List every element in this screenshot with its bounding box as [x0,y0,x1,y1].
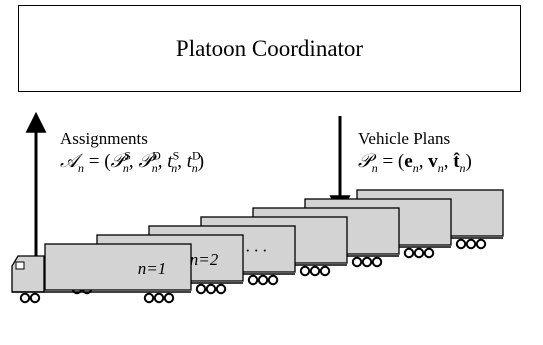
assignments-label: Assignments 𝒜n = (𝒫Sn, 𝒫Dn, tSn, tDn) [60,129,205,175]
vehicle-plans-label: Vehicle Plans 𝒫n = (en, vn, t̂n) [358,129,472,175]
assignments-formula: 𝒜n = (𝒫Sn, 𝒫Dn, tSn, tDn) [60,148,205,175]
truck-label-3: · · · [245,241,266,260]
vehicle-plans-formula: 𝒫n = (en, vn, t̂n) [358,150,472,175]
truck-label-1: n=1 [138,259,166,278]
platoon-coordinator-box: Platoon Coordinator [18,5,521,92]
vehicle-plans-heading: Vehicle Plans [358,129,451,148]
coordinator-title: Platoon Coordinator [175,35,364,61]
truck-label-2: n=2 [190,250,219,269]
truck-1: n=1 [11,243,192,304]
assignments-heading: Assignments [60,129,148,148]
